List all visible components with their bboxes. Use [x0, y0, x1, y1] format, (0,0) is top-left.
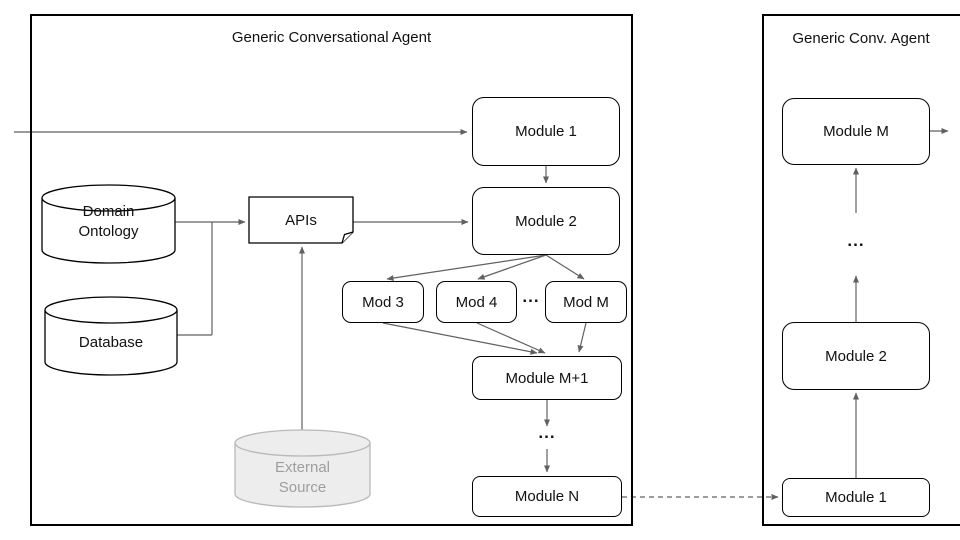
domain-ontology-line1: Domain	[82, 203, 135, 220]
ellipsis-right-flow: ...	[847, 231, 865, 250]
node-r-module-2: Module 2	[782, 322, 930, 390]
node-module-n: Module N	[472, 476, 622, 517]
edge-module2-modM	[545, 254, 585, 280]
node-mod-3: Mod 3	[342, 281, 424, 323]
apis-label: APIs	[285, 212, 317, 229]
node-module-m-plus-1: Module M+1	[472, 356, 622, 400]
node-module-1: Module 1	[472, 97, 620, 166]
doc-apis	[248, 196, 354, 244]
cylinder-database	[44, 296, 178, 376]
edge-module2-mod4	[477, 254, 547, 280]
external-source-line2: Source	[278, 479, 327, 496]
left-panel-title: Generic Conversational Agent	[231, 29, 432, 46]
node-module-2: Module 2	[472, 187, 620, 255]
cylinder-external-source	[234, 429, 371, 508]
edge-modM-moduleM1	[577, 322, 587, 353]
edge-module2-mod3	[386, 254, 547, 281]
panel-generic-conversational-agent	[30, 14, 633, 526]
database-label: Database	[78, 334, 144, 351]
ellipsis-left-flow: ...	[538, 423, 556, 442]
domain-ontology-label: Domain Ontology	[42, 202, 175, 242]
node-r-module-m: Module M	[782, 98, 930, 165]
right-panel-title: Generic Conv. Agent	[792, 30, 930, 47]
ellipsis-mod-row: ...	[522, 287, 540, 306]
node-r-module-1: Module 1	[782, 478, 930, 517]
panel-generic-conv-agent	[762, 14, 960, 526]
edge-mod3-moduleM1	[382, 322, 538, 355]
node-mod-m: Mod M	[545, 281, 627, 323]
cylinder-domain-ontology	[41, 184, 176, 264]
edge-mod4-moduleM1	[476, 322, 546, 354]
domain-ontology-line2: Ontology	[78, 223, 139, 240]
external-source-label: External Source	[235, 458, 370, 498]
node-mod-4: Mod 4	[436, 281, 517, 323]
external-source-line1: External	[274, 459, 331, 476]
